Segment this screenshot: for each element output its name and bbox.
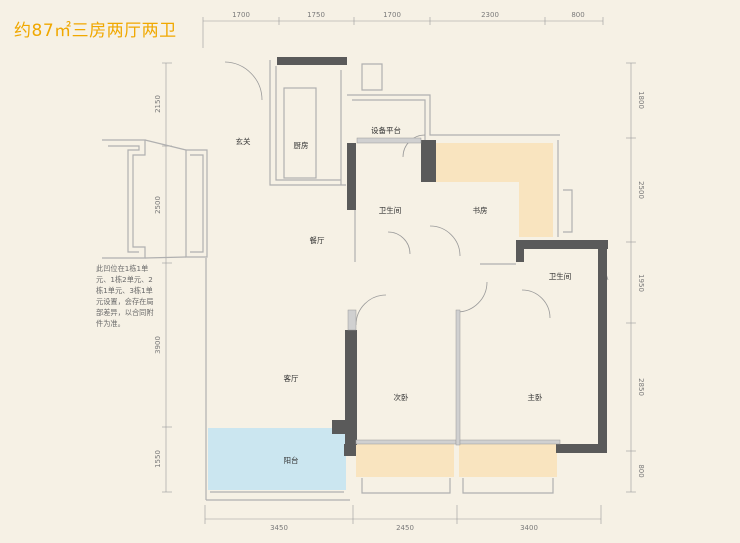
room-bathroom-2: 卫生间 — [549, 271, 572, 281]
dim-right-2: 2500 — [637, 181, 645, 199]
room-equipment-platform: 设备平台 — [371, 125, 401, 135]
room-study: 书房 — [473, 205, 488, 215]
dim-right-5: 800 — [637, 464, 645, 477]
dim-bottom-1: 3450 — [270, 524, 288, 532]
walls-dark — [277, 57, 608, 456]
recess-note: 此凹位在1栋1单元、1栋2单元、2栋1单元、3栋1单元设置，会存在局部差异，以合… — [96, 264, 154, 328]
dim-left-1: 2150 — [154, 95, 162, 113]
dim-top-4: 2300 — [481, 11, 499, 19]
dim-left-3: 3900 — [154, 336, 162, 354]
walls-light — [347, 137, 561, 446]
study-floor — [436, 143, 553, 237]
room-master-bedroom: 主卧 — [528, 392, 543, 402]
dim-left-4: 1550 — [154, 450, 162, 468]
room-labels: 玄关 厨房 设备平台 卫生间 书房 餐厅 卫生间 客厅 次卧 主卧 阳台 — [236, 125, 572, 465]
dim-bottom-3: 3400 — [520, 524, 538, 532]
dim-right-1: 1800 — [637, 91, 645, 109]
room-bathroom-1: 卫生间 — [379, 205, 402, 215]
room-dining: 餐厅 — [310, 236, 325, 245]
room-kitchen: 厨房 — [294, 140, 309, 150]
thin-walls — [102, 60, 573, 501]
master-bedroom-bay — [459, 444, 557, 477]
dimension-labels: 1700 1750 1700 2300 800 3450 2450 3400 2… — [154, 11, 645, 532]
floor-fills — [208, 143, 557, 490]
dim-top-5: 800 — [571, 11, 584, 19]
room-balcony: 阳台 — [284, 455, 299, 465]
dimension-lines — [162, 17, 636, 524]
room-entrance: 玄关 — [236, 136, 251, 146]
dim-bottom-2: 2450 — [396, 524, 414, 532]
dim-top-1: 1700 — [232, 11, 250, 19]
balcony-floor — [208, 428, 346, 490]
dim-left-2: 2500 — [154, 196, 162, 214]
dim-top-3: 1700 — [383, 11, 401, 19]
room-second-bedroom: 次卧 — [394, 392, 409, 402]
plan-title: 约87㎡三房两厅两卫 — [14, 21, 177, 41]
dim-right-4: 2850 — [637, 378, 645, 396]
dim-right-3: 1950 — [637, 274, 645, 292]
second-bedroom-bay — [356, 444, 454, 477]
dim-top-2: 1750 — [307, 11, 325, 19]
room-living: 客厅 — [284, 373, 299, 383]
